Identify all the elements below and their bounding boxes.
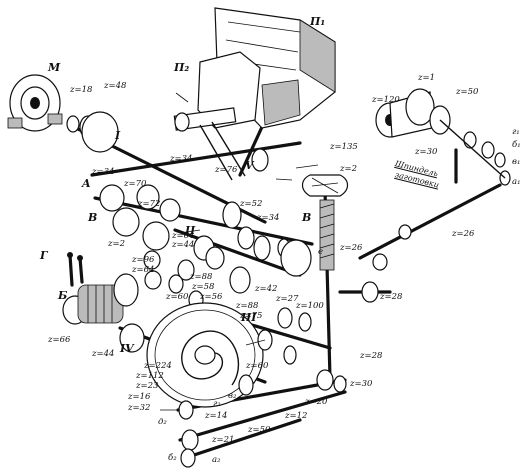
- shaft-upper-cross: [90, 141, 302, 177]
- label-shaft-I: I: [115, 129, 121, 142]
- label-a1: a₁: [512, 177, 521, 187]
- label-z32: z=32: [128, 403, 151, 413]
- label-z64: z=64: [172, 231, 195, 241]
- label-z34-top: z=34: [170, 154, 193, 164]
- label-z56: z=56: [200, 292, 223, 302]
- label-z48: z=48: [104, 81, 127, 91]
- label-z72: z=72: [138, 199, 161, 209]
- label-z12: z=12: [285, 411, 308, 421]
- label-z21: z=21: [212, 435, 235, 445]
- gear-set-left: [66, 111, 312, 310]
- label-v1: в₁: [512, 157, 521, 167]
- label-z42: z=42: [255, 284, 278, 294]
- shaft-II: [173, 228, 302, 277]
- label-z88: z=88: [190, 272, 213, 282]
- shaft-bottom: [183, 418, 302, 460]
- label-b1: б₁: [512, 140, 521, 150]
- label-z50: z=50: [248, 425, 271, 435]
- shaft-to-spindle: [358, 183, 502, 260]
- label-z2-right: z=2: [340, 164, 358, 174]
- label-z2-left: z=2: [108, 239, 126, 249]
- leader-lines: [160, 92, 319, 411]
- label-z23: z=23: [136, 381, 159, 391]
- label-z28-r: z=28: [380, 292, 403, 302]
- label-z135: z=135: [330, 142, 358, 152]
- label-z96: z=96: [132, 255, 155, 265]
- label-z224: z=224: [144, 361, 172, 371]
- label-g1: г₁: [512, 127, 520, 137]
- label-z60-low: z=60: [246, 361, 269, 371]
- label-z64-b: z=64: [132, 265, 155, 275]
- label-z120: z=120: [372, 95, 400, 105]
- carriage-P1-P2: [173, 7, 336, 181]
- label-A: A: [82, 177, 91, 190]
- label-P1: П₁: [310, 15, 326, 28]
- label-G: Г: [40, 249, 48, 262]
- label-v2: в₂: [228, 391, 237, 401]
- label-z27: z=27: [276, 294, 299, 304]
- label-P2: П₂: [174, 61, 190, 74]
- label-z20: z=20: [305, 397, 328, 407]
- label-z70: z=70: [124, 179, 147, 189]
- label-B-worm: Б: [58, 289, 68, 302]
- label-b2: б₂: [168, 453, 177, 463]
- label-shaft-III: III: [241, 311, 257, 324]
- spindle-workpiece: [375, 88, 511, 186]
- label-g2: г₂: [213, 399, 221, 409]
- label-z30-low: z=30: [350, 379, 373, 389]
- label-e: e: [318, 247, 324, 257]
- motor-M: [7, 74, 63, 132]
- label-z30-r: z=30: [415, 147, 438, 157]
- label-z75: z=75: [240, 311, 263, 321]
- label-z16: z=16: [128, 392, 151, 402]
- label-z58: z=58: [192, 282, 215, 292]
- shaft-lower-2: [178, 390, 347, 442]
- label-z34-mid: z=34: [257, 213, 280, 223]
- label-d2: д₂: [158, 417, 167, 427]
- dividing-wheel-z224: [146, 302, 264, 408]
- label-z76: z=76: [215, 165, 238, 175]
- label-z28-low: z=28: [360, 351, 383, 361]
- label-z100: z=100: [296, 301, 324, 311]
- label-shaft-II: II: [185, 224, 196, 237]
- label-V-left: B: [88, 211, 98, 224]
- label-z26-b: z=26: [340, 243, 363, 253]
- label-z44-mid: z=44: [172, 240, 195, 250]
- label-z66: z=66: [48, 335, 71, 345]
- gear-set-right: [178, 224, 412, 468]
- label-z14: z=14: [205, 411, 228, 421]
- label-z50-top: z=50: [456, 87, 479, 97]
- worm-z135: [301, 174, 349, 271]
- label-z60: z=60: [166, 292, 189, 302]
- label-z18: z=18: [70, 85, 93, 95]
- shaft-mid-cross: [93, 196, 314, 246]
- label-z52: z=52: [240, 199, 263, 209]
- label-motor-M: M: [48, 61, 61, 74]
- label-z88-b: z=88: [236, 301, 259, 311]
- label-z1: z=1: [418, 73, 436, 83]
- label-z34-left: z=34: [92, 167, 115, 177]
- label-B-right: В: [302, 211, 312, 224]
- label-shaft-V: V: [245, 159, 254, 172]
- label-a2: a₂: [212, 455, 221, 465]
- worm-block-B: [62, 252, 145, 353]
- label-z44-low: z=44: [92, 349, 115, 359]
- label-z26-a: z=26: [452, 229, 475, 239]
- label-shaft-IV: IV: [120, 342, 134, 355]
- label-z112: z=112: [136, 371, 164, 381]
